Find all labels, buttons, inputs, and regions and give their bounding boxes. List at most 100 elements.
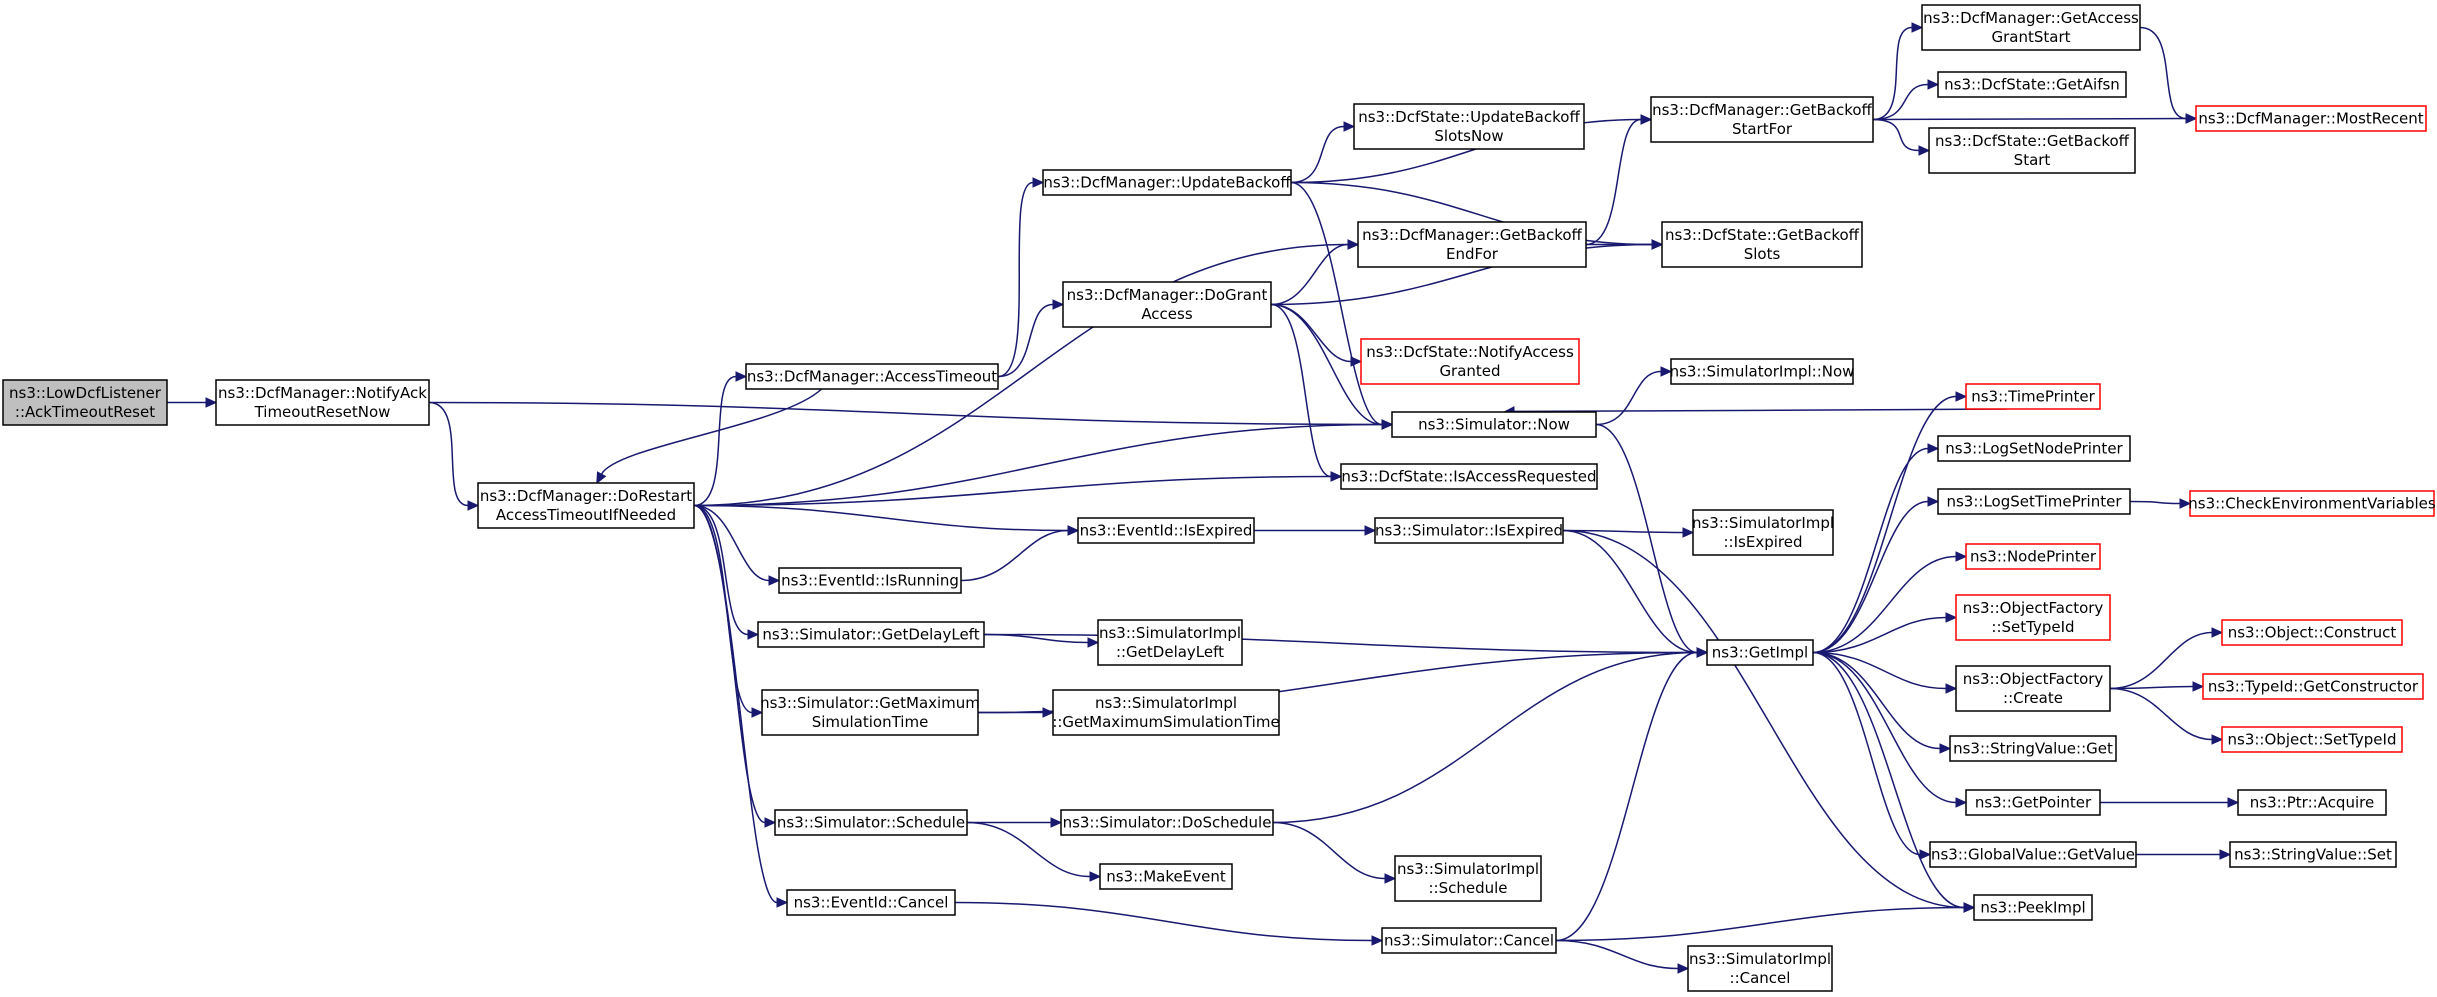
- node-ns3-typeid-getconstructor[interactable]: ns3::TypeId::GetConstructor: [2202, 673, 2424, 700]
- node-ns3-objectfactory-create[interactable]: ns3::ObjectFactory::Create: [1955, 665, 2111, 712]
- node-ns3-simulator-doschedule[interactable]: ns3::Simulator::DoSchedule: [1060, 809, 1274, 836]
- node-label-line: ::Create: [2003, 689, 2063, 707]
- node-label-line: ns3::GetPointer: [1975, 794, 2092, 812]
- edge-arrowhead: [1067, 525, 1080, 536]
- edge-line: [2109, 685, 2194, 690]
- node-ns3-stringvalue-get[interactable]: ns3::StringValue::Get: [1949, 735, 2117, 762]
- node-box: [1706, 639, 1814, 666]
- node-ns3-simulatorimpl-cancel[interactable]: ns3::SimulatorImpl::Cancel: [1687, 945, 1833, 992]
- edge-arrowhead: [768, 575, 781, 586]
- node-label-line: StartFor: [1732, 120, 1793, 138]
- node-ns3-simulator-schedule[interactable]: ns3::Simulator::Schedule: [774, 809, 968, 836]
- edge-arrowhead: [1927, 443, 1940, 454]
- node-box: [1052, 689, 1280, 736]
- edge-arrowhead: [1343, 121, 1356, 132]
- node-ns3-simulatorimpl-getdelayleft[interactable]: ns3::SimulatorImpl::GetDelayLeft: [1097, 619, 1243, 666]
- node-ns3-peekimpl[interactable]: ns3::PeekImpl: [1973, 894, 2093, 921]
- node-ns3-simulator-getdelayleft[interactable]: ns3::Simulator::GetDelayLeft: [757, 621, 985, 648]
- edge-line: [1585, 118, 1642, 246]
- edge-line: [1595, 423, 1698, 654]
- node-label-line: ns3::SimulatorImpl: [1692, 514, 1834, 532]
- node-label-line: ns3::DcfManager::DoGrant: [1067, 286, 1268, 304]
- node-ns3-objectfactory-settypeid[interactable]: ns3::ObjectFactory::SetTypeId: [1955, 594, 2111, 641]
- node-ns3-object-settypeid[interactable]: ns3::Object::SetTypeId: [2221, 726, 2403, 753]
- node-ns3-eventid-isrunning[interactable]: ns3::EventId::IsRunning: [778, 567, 962, 594]
- node-label-line: ns3::ObjectFactory: [1963, 670, 2104, 688]
- node-ns3-dcfstate-getaifsn[interactable]: ns3::DcfState::GetAifsn: [1937, 71, 2127, 98]
- edge-line: [1812, 651, 1947, 690]
- node-label-line: ns3::StringValue::Get: [1953, 740, 2113, 758]
- node-ns3-checkenvironmentvariables[interactable]: ns3::CheckEnvironmentVariables: [2188, 490, 2436, 517]
- call-edge: [167, 397, 218, 408]
- node-ns3-ptr-acquire[interactable]: ns3::Ptr::Acquire: [2237, 789, 2387, 816]
- node-ns3-logsettimeprinter[interactable]: ns3::LogSetTimePrinter: [1937, 488, 2131, 515]
- node-ns3-lowdcflistener-acktimeoutreset[interactable]: ns3::LowDcfListener::AckTimeoutReset: [2, 379, 168, 426]
- node-box: [1973, 894, 2093, 921]
- node-ns3-simulator-isexpired[interactable]: ns3::Simulator::IsExpired: [1374, 517, 1564, 544]
- node-ns3-makeevent[interactable]: ns3::MakeEvent: [1099, 863, 1233, 890]
- edge-arrowhead: [1927, 79, 1940, 90]
- call-edge: [1812, 551, 1968, 654]
- node-ns3-dcfstate-isaccessrequested[interactable]: ns3::DcfState::IsAccessRequested: [1340, 463, 1598, 490]
- edge-arrowhead: [1945, 683, 1958, 694]
- node-ns3-dcfmanager-mostrecent[interactable]: ns3::DcfManager::MostRecent: [2195, 105, 2427, 132]
- node-ns3-simulator-getmaximumsimulationtime[interactable]: ns3::Simulator::GetMaximumSimulationTime: [760, 689, 980, 736]
- edge-line: [2109, 631, 2213, 690]
- node-ns3-simulatorimpl-now[interactable]: ns3::SimulatorImpl::Now: [1670, 358, 1855, 385]
- call-edge: [693, 471, 1343, 507]
- node-label-line: ns3::Simulator::Now: [1418, 416, 1570, 434]
- edge-line: [1812, 651, 1957, 804]
- node-box: [1374, 517, 1564, 544]
- edge-line: [997, 181, 1034, 378]
- node-ns3-dcfmanager-updatebackoff[interactable]: ns3::DcfManager::UpdateBackoff: [1042, 169, 1292, 196]
- node-ns3-simulator-cancel[interactable]: ns3::Simulator::Cancel: [1381, 927, 1557, 954]
- node-ns3-stringvalue-set[interactable]: ns3::StringValue::Set: [2229, 841, 2397, 868]
- edge-arrowhead: [1384, 873, 1397, 884]
- node-ns3-globalvalue-getvalue[interactable]: ns3::GlobalValue::GetValue: [1929, 841, 2137, 868]
- edge-line: [1812, 651, 1941, 750]
- node-label-line: SimulationTime: [812, 713, 929, 731]
- node-label-line: ns3::SimulatorImpl: [1099, 624, 1241, 642]
- edge-arrowhead: [1052, 299, 1065, 310]
- edge-arrowhead: [735, 371, 748, 382]
- edge-line: [960, 529, 1069, 582]
- node-ns3-dcfmanager-notifyacktimeoutresetnow[interactable]: ns3::DcfManager::NotifyAckTimeoutResetNo…: [215, 379, 430, 426]
- node-label-line: ns3::Simulator::DoSchedule: [1063, 814, 1272, 832]
- node-box: [2, 379, 168, 426]
- node-ns3-dcfmanager-accesstimeout[interactable]: ns3::DcfManager::AccessTimeout: [745, 363, 999, 390]
- edge-arrowhead: [1651, 239, 1664, 250]
- node-ns3-getimpl[interactable]: ns3::GetImpl: [1706, 639, 1814, 666]
- node-box: [1077, 517, 1255, 544]
- node-label-line: ns3::Object::Construct: [2228, 624, 2397, 642]
- node-ns3-nodeprinter[interactable]: ns3::NodePrinter: [1965, 543, 2101, 570]
- node-label-line: ::Schedule: [1428, 879, 1507, 897]
- node-ns3-timeprinter[interactable]: ns3::TimePrinter: [1965, 383, 2101, 410]
- node-label-line: ns3::StringValue::Set: [2234, 846, 2392, 864]
- node-box: [1097, 619, 1243, 666]
- node-ns3-dcfmanager-dorestartaccesstimeoutifneeded[interactable]: ns3::DcfManager::DoRestartAccessTimeoutI…: [477, 482, 695, 529]
- node-ns3-getpointer[interactable]: ns3::GetPointer: [1965, 789, 2101, 816]
- node-ns3-eventid-isexpired[interactable]: ns3::EventId::IsExpired: [1077, 517, 1255, 544]
- edge-arrowhead: [1939, 743, 1952, 754]
- node-ns3-logsetnodeprinter[interactable]: ns3::LogSetNodePrinter: [1937, 435, 2131, 462]
- node-ns3-simulator-now[interactable]: ns3::Simulator::Now: [1391, 411, 1597, 438]
- edge-line: [693, 475, 1332, 507]
- node-ns3-simulatorimpl-getmaximumsimulationtime[interactable]: ns3::SimulatorImpl::GetMaximumSimulation…: [1052, 689, 1280, 736]
- node-box: [1929, 841, 2137, 868]
- call-edge: [1562, 529, 1709, 658]
- edge-line: [1270, 243, 1653, 306]
- edge-arrowhead: [1963, 902, 1976, 913]
- node-ns3-simulatorimpl-isexpired[interactable]: ns3::SimulatorImpl::IsExpired: [1692, 509, 1834, 556]
- node-ns3-simulatorimpl-schedule[interactable]: ns3::SimulatorImpl::Schedule: [1394, 855, 1542, 902]
- node-ns3-object-construct[interactable]: ns3::Object::Construct: [2221, 619, 2403, 646]
- node-ns3-eventid-cancel[interactable]: ns3::EventId::Cancel: [786, 889, 956, 916]
